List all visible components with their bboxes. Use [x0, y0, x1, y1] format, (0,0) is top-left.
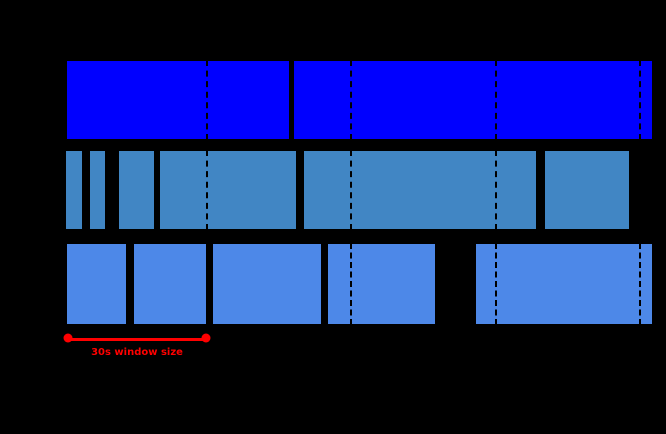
window-boundary-line: [495, 150, 497, 230]
bar-segment[interactable]: [159, 150, 297, 230]
window-boundary-line: [639, 243, 641, 325]
bar-segment[interactable]: [89, 150, 106, 230]
window-size-label: 30s window size: [91, 347, 183, 358]
bar-segment[interactable]: [66, 60, 290, 140]
bar-segment[interactable]: [293, 60, 653, 140]
window-size-end-marker: [201, 333, 211, 343]
window-boundary-line: [350, 60, 352, 140]
window-boundary-line: [206, 150, 208, 230]
window-boundary-line: [495, 60, 497, 140]
bar-segment[interactable]: [475, 243, 653, 325]
bar-track-2: [0, 150, 666, 230]
bar-segment[interactable]: [133, 243, 207, 325]
window-boundary-line: [350, 150, 352, 230]
window-boundary-line: [495, 243, 497, 325]
window-boundary-line: [206, 60, 208, 140]
bar-track-1: [0, 60, 666, 140]
bar-segment[interactable]: [212, 243, 322, 325]
bar-segment[interactable]: [66, 243, 127, 325]
bar-segment[interactable]: [65, 150, 83, 230]
bar-segment[interactable]: [303, 150, 537, 230]
window-size-measure-line: [68, 338, 206, 341]
bar-segment[interactable]: [544, 150, 630, 230]
window-size-start-marker: [63, 333, 73, 343]
bar-segment[interactable]: [118, 150, 155, 230]
window-boundary-line: [350, 243, 352, 325]
bar-track-3: [0, 243, 666, 325]
window-boundary-line: [639, 60, 641, 140]
bar-segment[interactable]: [327, 243, 436, 325]
